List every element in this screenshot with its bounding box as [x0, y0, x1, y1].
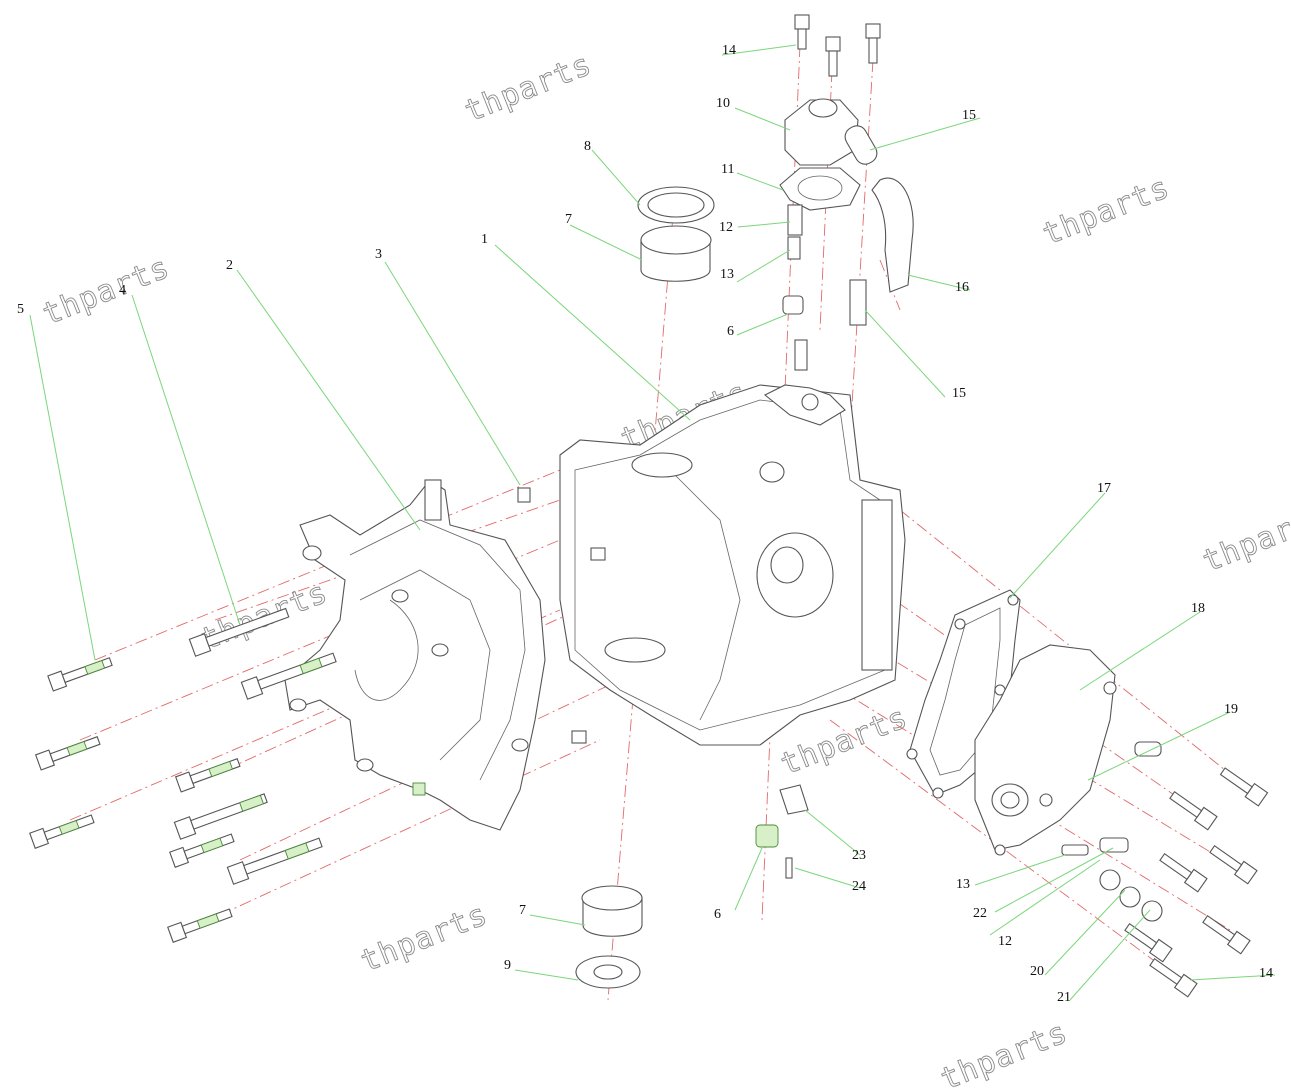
- callout-21: 21: [1057, 990, 1071, 1005]
- watermark: thparts: [1038, 170, 1175, 252]
- watermark: thparts: [1198, 497, 1291, 579]
- callout-4: 4: [119, 283, 126, 298]
- bolt: [174, 758, 241, 793]
- callout-13: 13: [720, 267, 734, 282]
- callout-8: 8: [584, 139, 591, 154]
- watermark: thparts: [460, 47, 597, 129]
- bolts-top: [794, 14, 881, 77]
- callout-7: 7: [519, 903, 526, 918]
- callout-labels: 1 2 3 4 5 6 6 7 7 8 9 10 11 12 12 13 13 …: [17, 43, 1273, 1005]
- callout-3: 3: [375, 247, 382, 262]
- callout-22: 22: [973, 906, 987, 921]
- bolt: [1169, 791, 1218, 831]
- bolt: [173, 793, 268, 840]
- bolt: [1159, 853, 1208, 893]
- bolt: [167, 908, 233, 943]
- bolt: [34, 736, 101, 771]
- watermark: thparts: [356, 897, 493, 979]
- crankcase-left-half: [284, 479, 546, 831]
- callout-15: 15: [962, 108, 976, 123]
- callout-5: 5: [17, 302, 24, 317]
- small-parts: [517, 204, 1163, 922]
- callout-17: 17: [1097, 481, 1111, 496]
- callout-19: 19: [1224, 702, 1238, 717]
- callout-7: 7: [565, 212, 572, 227]
- callout-1: 1: [481, 232, 488, 247]
- water-housing: [779, 98, 878, 211]
- bolt: [1124, 923, 1173, 963]
- callout-15: 15: [952, 386, 966, 401]
- crankcase-main: [559, 339, 906, 746]
- bearings: [575, 186, 715, 989]
- bolt: [1149, 958, 1198, 998]
- callout-9: 9: [504, 958, 511, 973]
- callout-23: 23: [852, 848, 866, 863]
- bolt: [1202, 915, 1251, 955]
- end-cover: [974, 644, 1117, 856]
- callout-10: 10: [716, 96, 730, 111]
- callout-14: 14: [1259, 966, 1273, 981]
- callout-14: 14: [722, 43, 736, 58]
- bolt: [226, 837, 323, 885]
- callout-12: 12: [998, 934, 1012, 949]
- bolt: [240, 652, 337, 700]
- bolt: [47, 657, 113, 692]
- bolt: [1219, 767, 1269, 807]
- bolt: [188, 607, 290, 657]
- bolt: [1209, 845, 1258, 885]
- hose: [871, 177, 914, 293]
- callout-18: 18: [1191, 601, 1205, 616]
- watermark: thparts: [936, 1015, 1073, 1091]
- callout-24: 24: [852, 879, 866, 894]
- callout-6: 6: [727, 324, 734, 339]
- callout-6: 6: [714, 907, 721, 922]
- bolts-right: [1124, 767, 1269, 998]
- callout-13: 13: [956, 877, 970, 892]
- callout-12: 12: [719, 220, 733, 235]
- callout-2: 2: [226, 258, 233, 273]
- callout-20: 20: [1030, 964, 1044, 979]
- leader-lines: [29, 44, 1276, 1001]
- bolt: [169, 833, 235, 868]
- callout-16: 16: [955, 280, 969, 295]
- callout-11: 11: [721, 162, 734, 177]
- watermark: thparts: [38, 250, 175, 332]
- bolt: [29, 814, 95, 849]
- bolts-left: [29, 607, 337, 943]
